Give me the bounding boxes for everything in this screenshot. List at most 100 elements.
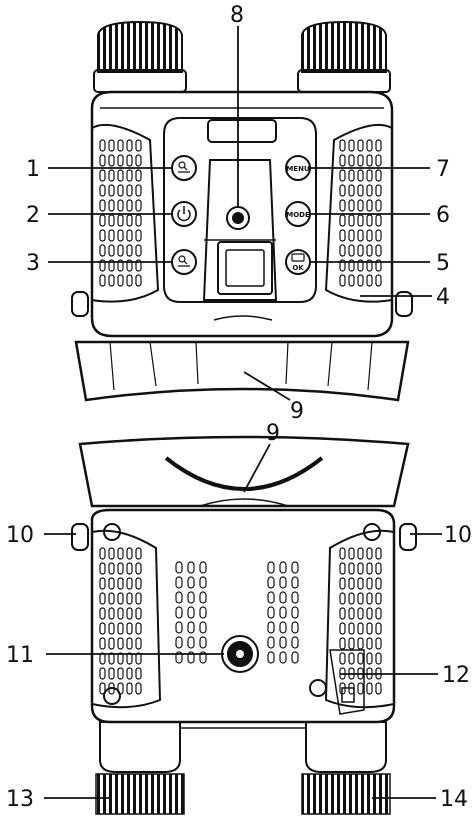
callout-4: 4 xyxy=(436,285,450,310)
vent-hole xyxy=(357,139,364,152)
vent-hole xyxy=(187,636,195,649)
vent-hole xyxy=(375,607,382,620)
callout-1: 1 xyxy=(26,157,40,182)
vent-hole xyxy=(108,652,115,665)
vent-hole xyxy=(117,652,124,665)
bottom-right-grip xyxy=(324,529,395,709)
vent-hole xyxy=(187,651,195,664)
leader-9b xyxy=(243,443,271,493)
vent-hole xyxy=(357,229,364,242)
vent-hole xyxy=(357,154,364,167)
vent-hole xyxy=(279,651,287,664)
vent-hole xyxy=(348,577,355,590)
vent-hole xyxy=(375,592,382,605)
vent-hole xyxy=(375,139,382,152)
vent-hole xyxy=(175,606,183,619)
vent-hole xyxy=(199,651,207,664)
vent-hole xyxy=(348,547,355,560)
vent-hole xyxy=(267,636,275,649)
tripod-mount xyxy=(221,635,259,673)
vent-hole xyxy=(291,576,299,589)
vent-hole xyxy=(117,169,124,182)
bottom-right-objective xyxy=(305,721,387,773)
vent-hole xyxy=(135,607,142,620)
vent-hole xyxy=(135,274,142,287)
vent-hole xyxy=(99,229,106,242)
vent-hole xyxy=(357,682,364,695)
callout-7: 7 xyxy=(436,157,450,182)
vent-hole xyxy=(348,652,355,665)
vent-hole xyxy=(339,622,346,635)
vent-hole xyxy=(117,214,124,227)
vent-hole xyxy=(135,577,142,590)
vent-hole xyxy=(135,184,142,197)
top-right-eyepiece xyxy=(297,20,391,93)
vent-hole xyxy=(117,139,124,152)
vent-hole xyxy=(348,244,355,257)
focus-wheel[interactable] xyxy=(217,241,273,295)
vent-hole xyxy=(126,169,133,182)
vent-hole xyxy=(348,637,355,650)
vent-hole xyxy=(357,622,364,635)
bottom-left-strap-lug xyxy=(71,523,89,551)
vent-hole xyxy=(291,561,299,574)
vent-hole xyxy=(108,244,115,257)
vent-hole xyxy=(357,184,364,197)
vent-hole xyxy=(117,547,124,560)
zoom-out-button[interactable] xyxy=(171,249,197,275)
bottom-center-left-vents xyxy=(175,561,207,664)
callout-numbers: 1 2 3 4 5 6 7 8 9 9 10 10 11 12 13 14 xyxy=(6,3,472,812)
vent-hole xyxy=(108,607,115,620)
zoom-in-button[interactable] xyxy=(171,155,197,181)
card-slot-door[interactable] xyxy=(329,649,365,715)
vent-hole xyxy=(357,547,364,560)
vent-hole xyxy=(375,274,382,287)
card-slot-latch[interactable] xyxy=(341,687,355,703)
vent-hole xyxy=(135,682,142,695)
top-control-panel xyxy=(163,117,317,303)
vent-hole xyxy=(375,199,382,212)
vent-hole xyxy=(135,169,142,182)
bottom-left-grip xyxy=(91,529,162,709)
vent-hole xyxy=(117,607,124,620)
vent-hole xyxy=(108,229,115,242)
vent-hole xyxy=(99,214,106,227)
top-right-strap-lug xyxy=(395,291,413,317)
vent-hole xyxy=(99,667,106,680)
vent-hole xyxy=(126,229,133,242)
vent-hole xyxy=(99,154,106,167)
vent-hole xyxy=(375,169,382,182)
callout-10-left: 10 xyxy=(6,523,34,548)
callout-3: 3 xyxy=(26,251,40,276)
vent-hole xyxy=(187,576,195,589)
vent-hole xyxy=(108,184,115,197)
vent-hole xyxy=(108,274,115,287)
top-view xyxy=(71,20,413,402)
vent-hole xyxy=(108,169,115,182)
vent-hole xyxy=(187,606,195,619)
vent-hole xyxy=(339,547,346,560)
callout-13: 13 xyxy=(6,787,34,812)
bottom-left-vent-holes xyxy=(99,547,142,695)
vent-hole xyxy=(199,561,207,574)
vent-hole xyxy=(348,184,355,197)
vent-hole xyxy=(291,636,299,649)
vent-hole xyxy=(135,214,142,227)
vent-hole xyxy=(175,591,183,604)
vent-hole xyxy=(366,652,373,665)
vent-hole xyxy=(126,562,133,575)
vent-hole xyxy=(126,274,133,287)
vent-hole xyxy=(375,622,382,635)
vent-hole xyxy=(366,259,373,272)
power-icon xyxy=(177,206,191,222)
callout-6: 6 xyxy=(436,203,450,228)
vent-hole xyxy=(366,214,373,227)
vent-hole xyxy=(135,652,142,665)
bottom-screw-bl xyxy=(103,687,121,705)
vent-hole xyxy=(108,562,115,575)
vent-hole xyxy=(339,229,346,242)
leader-lines xyxy=(44,26,442,799)
top-left-strap-lug xyxy=(71,291,89,317)
vent-hole xyxy=(99,169,106,182)
vent-hole xyxy=(135,139,142,152)
